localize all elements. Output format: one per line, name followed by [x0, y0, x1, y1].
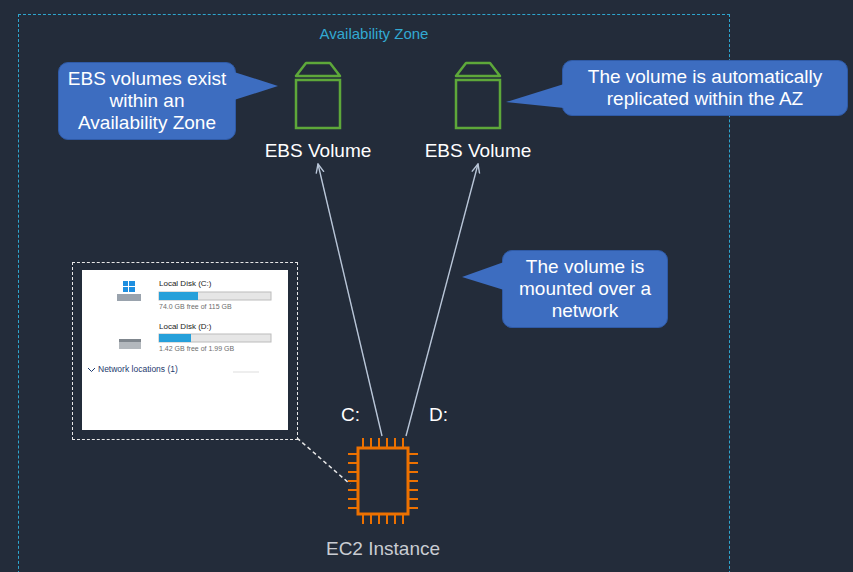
drive-letter: D:	[429, 404, 448, 426]
callout-text: EBS volumes exist within an Availability…	[67, 68, 227, 134]
chip-icon	[318, 436, 448, 528]
callout-box: The volume is automatically replicated w…	[562, 60, 848, 116]
callout-text: The volume is automatically replicated w…	[571, 66, 839, 110]
node-label: EBS Volume	[258, 140, 378, 162]
node-label: EC2 Instance	[318, 538, 448, 560]
drive-label: 74.0 GB free of 115 GB	[159, 303, 232, 311]
callout-box: EBS volumes exist within an Availability…	[58, 62, 236, 140]
ebs-volume: EBS Volume	[418, 60, 538, 162]
volume-icon	[418, 60, 538, 132]
screenshot-frame: Local Disk (C:) 74.0 GB free of 115 GB Loc…	[72, 262, 298, 440]
node-label: EBS Volume	[418, 140, 538, 162]
drive-label: Local Disk (D:)	[159, 323, 211, 332]
callout-pointer	[59, 63, 60, 64]
drive-letter: C:	[341, 404, 360, 426]
drive-label: Local Disk (C:)	[159, 280, 211, 289]
leader-line	[297, 438, 350, 484]
ec2-instance: EC2 Instance	[318, 436, 448, 560]
network-mount-arrow	[318, 164, 382, 436]
callout-text: The volume is mounted over a network	[511, 256, 659, 322]
network-mount-arrow	[406, 164, 478, 436]
volume-icon	[258, 60, 378, 132]
callout-pointer	[563, 61, 564, 62]
callout-pointer	[503, 251, 504, 252]
drive-label: Network locations (1)	[98, 365, 178, 374]
drive-label: 1.42 GB free of 1.99 GB	[159, 345, 234, 353]
ebs-volume: EBS Volume	[258, 60, 378, 162]
callout-box: The volume is mounted over a network	[502, 250, 668, 328]
zone-label: Availability Zone	[19, 15, 729, 42]
